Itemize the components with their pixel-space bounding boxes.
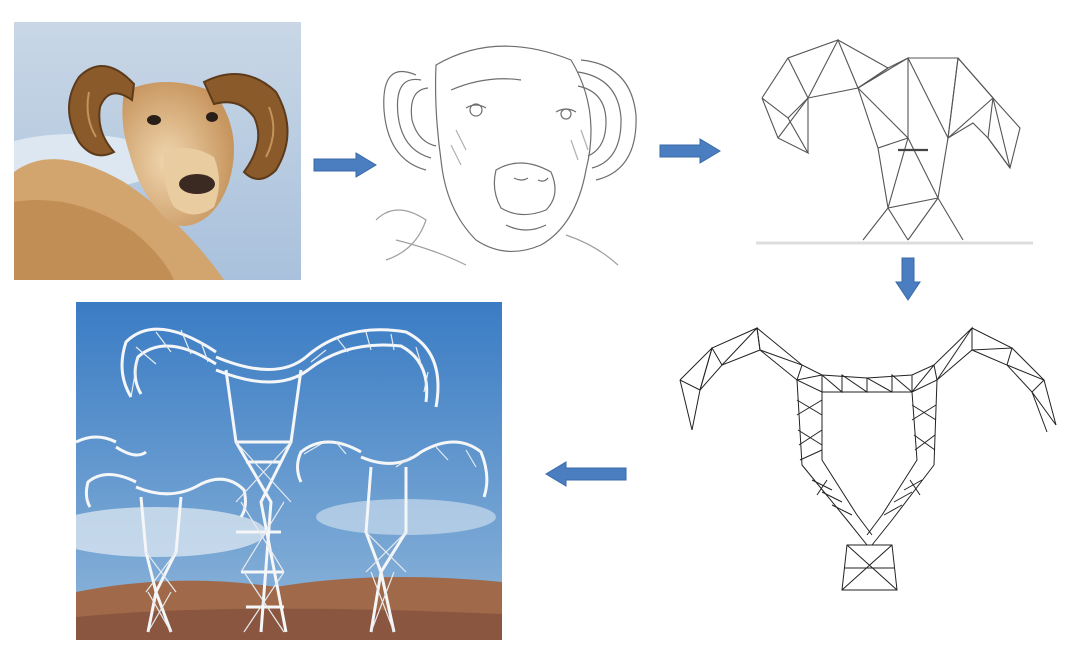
ram-photo: [14, 22, 301, 280]
arrow-left-icon: [544, 461, 628, 487]
arrow-right-icon: [312, 152, 378, 178]
tower-truss-drawing: [672, 320, 1064, 600]
ram-geometric-wireframe: [748, 28, 1040, 250]
ram-pencil-sketch: [356, 20, 646, 270]
arrow-right-icon: [658, 138, 722, 164]
arrow-down-icon: [894, 256, 922, 302]
ram-shaped-power-towers-photo: [76, 302, 502, 640]
